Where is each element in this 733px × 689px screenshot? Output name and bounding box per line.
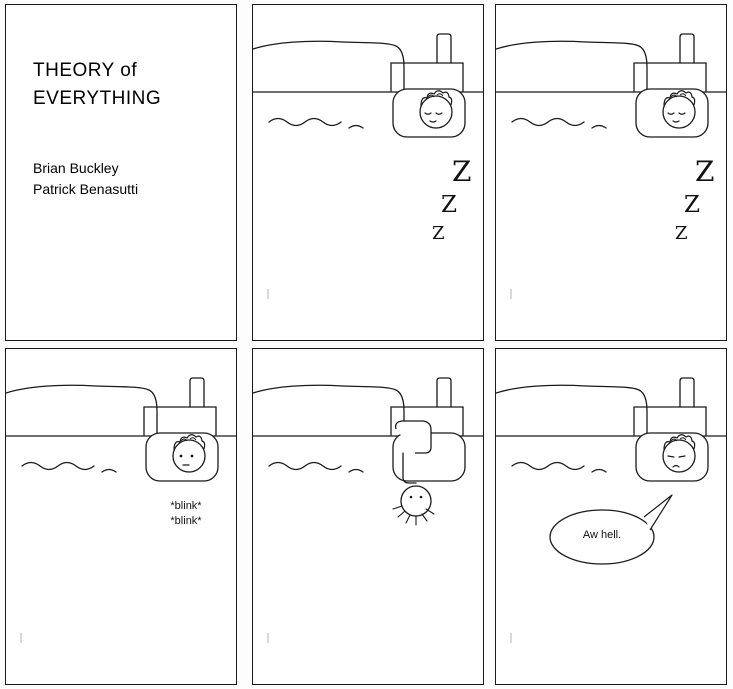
- bed-sleeping-drawing: [496, 5, 726, 340]
- sleep-z-medium: Z: [684, 192, 700, 218]
- panel-speech: Aw hell.: [495, 348, 727, 685]
- blink-line-1: *blink*: [170, 500, 202, 512]
- title-line-1: THEORY of: [33, 60, 138, 81]
- panel-waking: *blink* *blink*: [5, 348, 237, 685]
- sleep-z-large: Z: [695, 155, 715, 188]
- comic-title: THEORY of EVERYTHING: [33, 57, 161, 113]
- title-line-2: EVERYTHING: [33, 88, 162, 109]
- panel-flipped: [252, 348, 484, 685]
- authors: Brian Buckley Patrick Benasutti: [33, 158, 138, 200]
- bed-flipped-drawing: [253, 349, 483, 684]
- speech-bubble-text: Aw hell.: [582, 529, 622, 541]
- blink-line-2: *blink*: [170, 515, 202, 527]
- author-1: Brian Buckley: [33, 160, 119, 176]
- sleep-z-small: Z: [432, 223, 445, 244]
- title-panel: THEORY of EVERYTHING Brian Buckley Patri…: [5, 4, 237, 341]
- blink-sfx: *blink* *blink*: [158, 499, 214, 529]
- sleep-z-medium: Z: [441, 192, 457, 218]
- panel-sleeping-1: Z Z Z: [252, 4, 484, 341]
- sleep-z-small: Z: [675, 223, 688, 244]
- sleep-z-large: Z: [452, 155, 472, 188]
- bed-sleeping-drawing: [253, 5, 483, 340]
- panel-sleeping-2: Z Z Z: [495, 4, 727, 341]
- bed-speech-drawing: [496, 349, 726, 684]
- author-2: Patrick Benasutti: [33, 181, 139, 197]
